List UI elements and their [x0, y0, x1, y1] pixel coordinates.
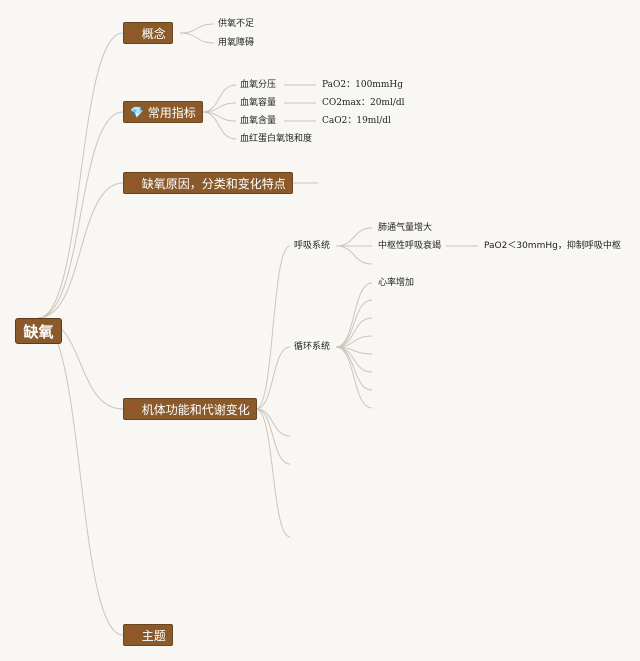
- concept-connector-0: [179, 23, 215, 34]
- topic-indices[interactable]: 💎 常用指标: [123, 101, 203, 123]
- index-label-4[interactable]: 血红蛋白氧饱和度: [240, 134, 313, 144]
- diamond-outline-icon: ◇: [130, 177, 138, 188]
- indices-connector-2: [201, 111, 237, 122]
- respiratory-connector-2: [335, 245, 373, 265]
- index-value-1[interactable]: PaO2：100mmHg: [322, 80, 403, 90]
- function-connector-4: [255, 408, 291, 538]
- index-label-1[interactable]: 血氧分压: [240, 80, 277, 90]
- index-value-2[interactable]: CO2max：20ml/dl: [322, 98, 405, 108]
- index-label-2[interactable]: 血氧容量: [240, 98, 277, 108]
- circ-child-1[interactable]: 心率增加: [378, 278, 415, 288]
- topic-theme[interactable]: ◇ 主题: [123, 624, 173, 646]
- indices-connector-3: [201, 111, 237, 140]
- circulatory-system[interactable]: 循环系统: [294, 342, 331, 352]
- function-connector-3: [255, 408, 291, 465]
- respiratory-system[interactable]: 呼吸系统: [294, 241, 331, 251]
- circulatory-connector-1: [335, 299, 373, 348]
- diamond-outline-icon: ◇: [130, 403, 138, 414]
- diamond-outline-icon: ◇: [130, 27, 138, 38]
- topic-function[interactable]: ◇ 机体功能和代谢变化: [123, 398, 257, 420]
- resp-child-2-value[interactable]: PaO2＜30mmHg，抑制呼吸中枢: [484, 241, 621, 251]
- root-label: 缺氧: [23, 322, 54, 341]
- index-label-3[interactable]: 血氧含量: [240, 116, 277, 126]
- respiratory-connector-0: [335, 227, 373, 247]
- circulatory-connector-0: [335, 282, 373, 348]
- function-connector-1: [255, 346, 291, 410]
- diamond-outline-icon: ◇: [130, 629, 138, 640]
- root-connector-2: [37, 182, 124, 319]
- topic-causes-label: 缺氧原因，分类和变化特点: [141, 176, 286, 191]
- gem-icon: 💎: [130, 105, 144, 119]
- topic-concept-label: 概念: [141, 26, 166, 41]
- root-connector-0: [37, 32, 124, 319]
- indices-connector-1: [201, 102, 237, 113]
- root-connector-1: [37, 111, 124, 319]
- root-connector-4: [37, 317, 124, 636]
- index-value-3[interactable]: CaO2：19ml/dl: [322, 116, 391, 126]
- concept-child-2[interactable]: 用氧障碍: [218, 38, 255, 48]
- circulatory-connector-2: [335, 317, 373, 348]
- function-connector-0: [255, 245, 291, 410]
- topic-concept[interactable]: ◇ 概念: [123, 22, 173, 44]
- concept-connector-1: [179, 32, 215, 44]
- resp-child-2[interactable]: 中枢性呼吸衰竭: [378, 241, 442, 251]
- resp-child-1[interactable]: 肺通气量增大: [378, 223, 433, 233]
- circulatory-connector-7: [335, 346, 373, 409]
- topic-function-label: 机体功能和代谢变化: [141, 402, 250, 417]
- concept-child-1[interactable]: 供氧不足: [218, 19, 255, 29]
- topic-theme-label: 主题: [141, 628, 166, 643]
- topic-indices-label: 常用指标: [147, 105, 196, 120]
- root-topic[interactable]: 缺氧: [15, 318, 62, 344]
- topic-causes[interactable]: ◇ 缺氧原因，分类和变化特点: [123, 172, 293, 194]
